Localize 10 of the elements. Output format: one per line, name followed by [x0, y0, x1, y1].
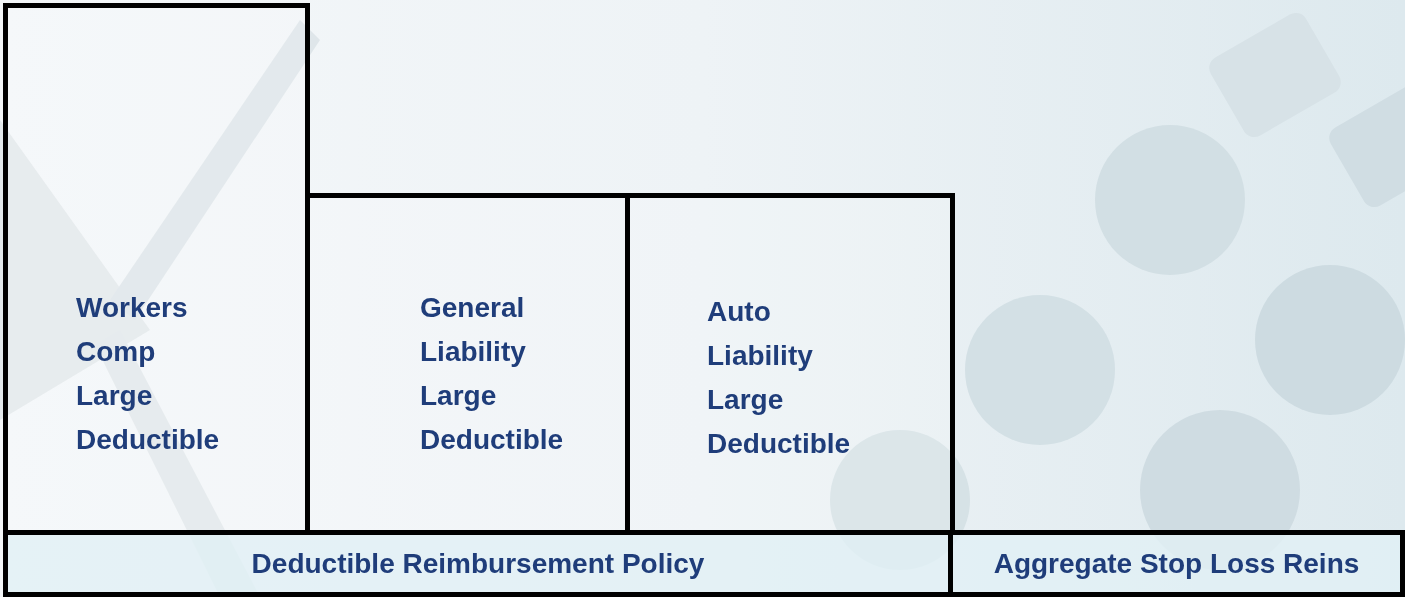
coverage-label: Deductible Reimbursement Policy [251, 547, 705, 580]
coverage-box [3, 3, 310, 530]
coverage-label: Workers Comp Large Deductible [76, 291, 220, 457]
coverage-label: General Liability Large Deductible [420, 291, 564, 457]
coverage-box [630, 193, 955, 530]
coverage-box [310, 193, 630, 530]
coverage-label: Auto Liability Large Deductible [707, 295, 851, 461]
policy-band [3, 530, 953, 597]
policy-band [953, 530, 1405, 597]
coverage-label: Aggregate Stop Loss Reins [993, 547, 1360, 580]
